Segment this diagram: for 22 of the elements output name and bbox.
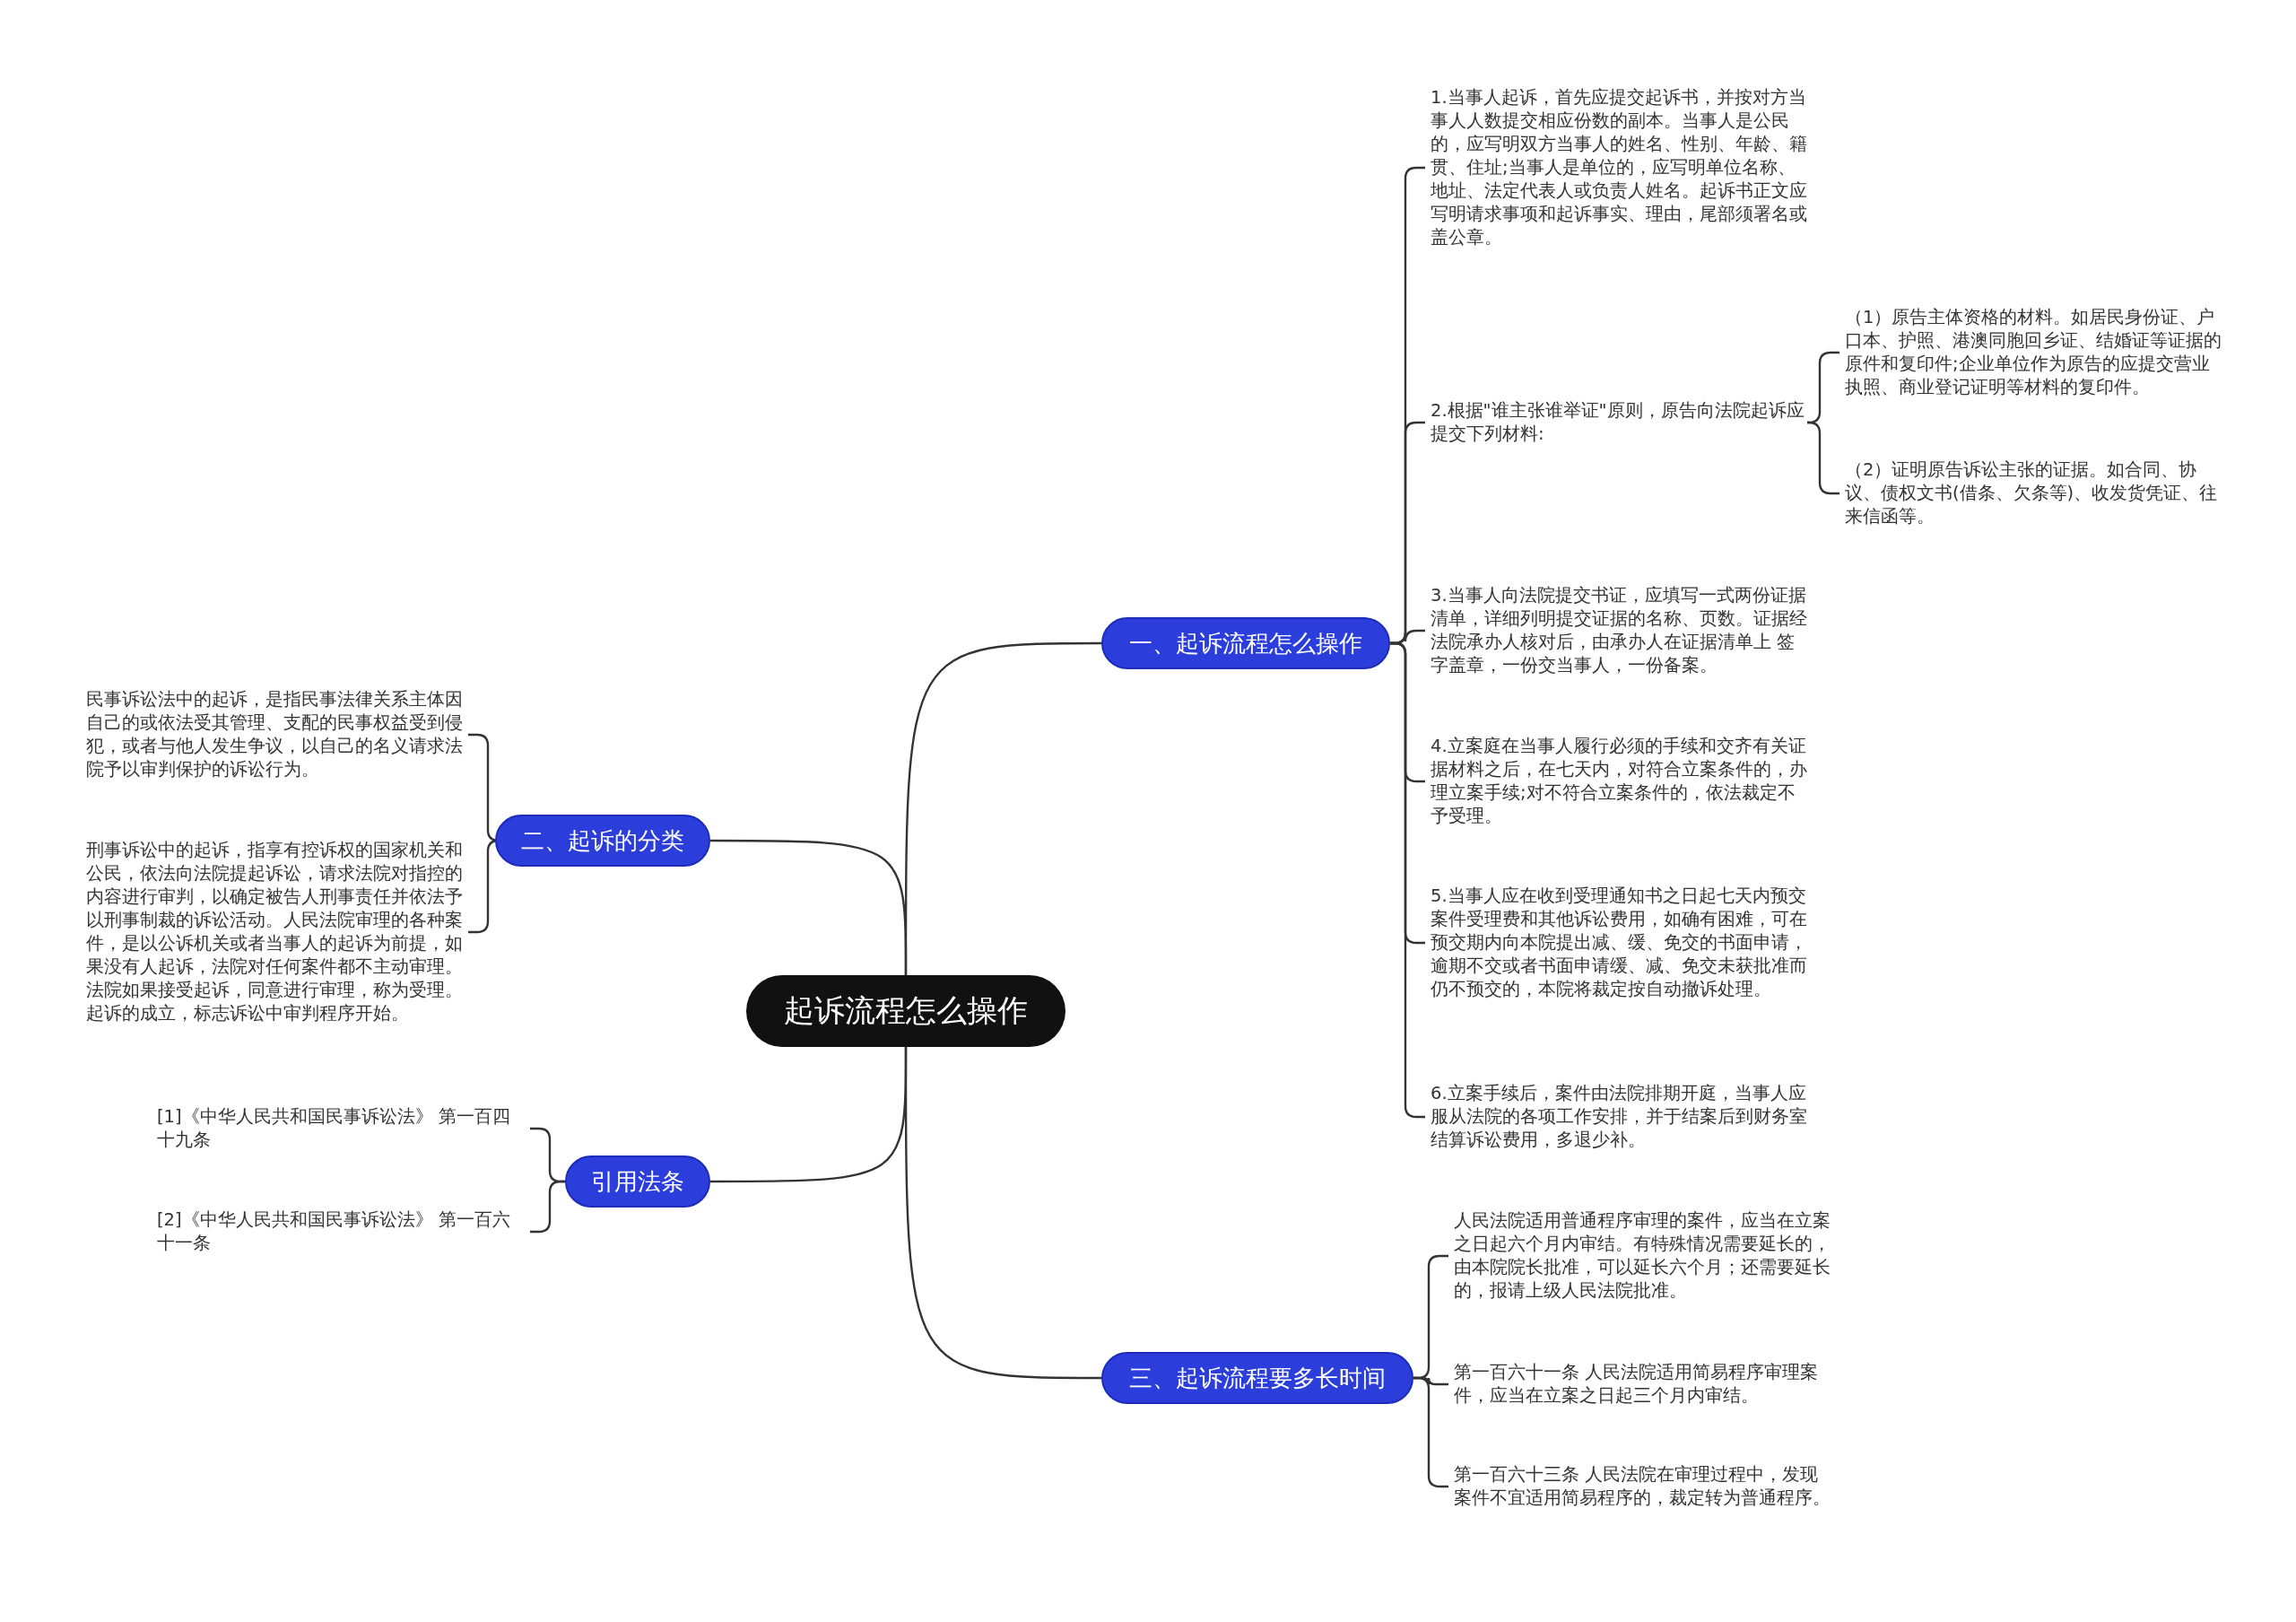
topic-text: 2.根据"谁主张谁举证"原则，原告向法院起诉应提交下列材料:: [1431, 399, 1807, 446]
branch-topic: 一、起诉流程怎么操作: [1101, 617, 1390, 669]
topic-text: 5.当事人应在收到受理通知书之日起七天内预交案件受理费和其他诉讼费用，如确有困难，可在预交期内向本院提出减、缓、免交的书面申请，逾期不交或者书面申请缓、减、免交未获批准而仍不预交的，本院将裁定按自动撤诉处理。: [1431, 885, 1807, 1001]
connector-line: [710, 839, 908, 975]
topic-text: 人民法院适用普通程序审理的案件，应当在立案之日起六个月内审结。有特殊情况需要延长的，由本院院长批准，可以延长六个月；还需要延长的，报请上级人民法院批准。: [1454, 1209, 1831, 1303]
topic-text: 刑事诉讼中的起诉，指享有控诉权的国家机关和公民，依法向法院提起诉讼，请求法院对指控的内容进行审判，以确定被告人刑事责任并依法予以刑事制裁的诉讼活动。人民法院审理的各种案件，是以公诉机关或者当事人的起诉为前提，如果没有人起诉，法院对任何案件都不主动审理。法院如果接受起诉，同意进行审理，称为受理。起诉的成立，标志诉讼中审判程序开始。: [86, 839, 463, 1025]
topic-text: 6.立案手续后，案件由法院排期开庭，当事人应服从法院的各项工作安排，并于结案后到财务室结算诉讼费用，多退少补。: [1431, 1082, 1807, 1152]
branch-topic: 二、起诉的分类: [495, 815, 710, 867]
topic-text: （2）证明原告诉讼主张的证据。如合同、协议、债权文书(借条、欠条等)、收发货凭证、往来信函等。: [1845, 458, 2222, 528]
topic-text: 1.当事人起诉，首先应提交起诉书，并按对方当事人人数提交相应份数的副本。当事人是公民的，应写明双方当事人的姓名、性别、年龄、籍贯、住址;当事人是单位的，应写明单位名称、地址、法定代表人或负责人姓名。起诉书正文应写明请求事项和起诉事实、理由，尾部须署名或盖公章。: [1431, 86, 1807, 249]
topic-text: 第一百六十一条 人民法院适用简易程序审理案件，应当在立案之日起三个月内审结。: [1454, 1361, 1831, 1408]
topic-text: 3.当事人向法院提交书证，应填写一式两份证据清单，详细列明提交证据的名称、页数。证据经法院承办人核对后，由承办人在证据清单上 签字盖章，一份交当事人，一份备案。: [1431, 584, 1807, 677]
branch-topic: 引用法条: [565, 1155, 710, 1208]
root-topic: 起诉流程怎么操作: [746, 975, 1065, 1047]
topic-text: 第一百六十三条 人民法院在审理过程中，发现案件不宜适用简易程序的，裁定转为普通程序。: [1454, 1463, 1831, 1510]
topic-text: 4.立案庭在当事人履行必须的手续和交齐有关证据材料之后，在七天内，对符合立案条件的，办理立案手续;对不符合立案条件的，依法裁定不予受理。: [1431, 735, 1807, 828]
branch-topic: 三、起诉流程要多长时间: [1101, 1352, 1413, 1404]
topic-text: （1）原告主体资格的材料。如居民身份证、户口本、护照、港澳同胞回乡证、结婚证等证据的原件和复印件;企业单位作为原告的应提交营业执照、商业登记证明等材料的复印件。: [1845, 306, 2222, 399]
connector-line: [904, 1047, 1101, 1380]
topic-text: 民事诉讼法中的起诉，是指民事法律关系主体因自己的或依法受其管理、支配的民事权益受到侵犯，或者与他人发生争议，以自己的名义请求法院予以审判保护的诉讼行为。: [86, 688, 463, 781]
topic-text: [1]《中华人民共和国民事诉讼法》 第一百四十九条: [157, 1105, 525, 1152]
topic-text: [2]《中华人民共和国民事诉讼法》 第一百六十一条: [157, 1208, 525, 1255]
